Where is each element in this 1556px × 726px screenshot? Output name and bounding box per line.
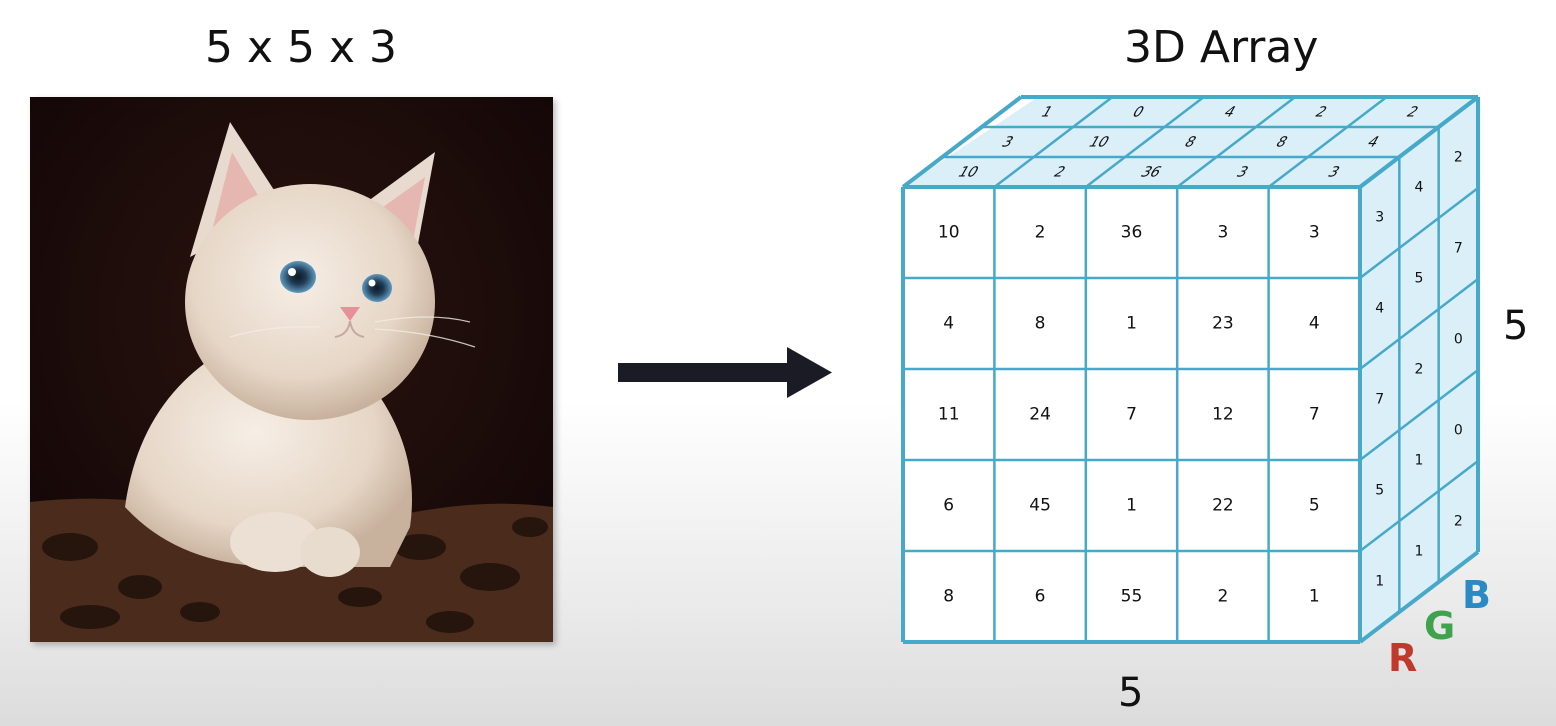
front-cell-value: 4: [1309, 314, 1320, 334]
right-cell-value: 0: [1454, 423, 1463, 439]
height-dimension-label: 5: [1503, 303, 1529, 349]
front-cell-value: 7: [1309, 405, 1320, 425]
front-cell-value: 4: [943, 314, 954, 334]
front-cell-value: 6: [943, 496, 954, 516]
right-cell-value: 3: [1375, 210, 1384, 226]
right-cell-value: 2: [1454, 150, 1463, 166]
front-cell-value: 22: [1212, 496, 1234, 516]
front-cell-value: 12: [1212, 405, 1234, 425]
right-cell-value: 4: [1375, 301, 1384, 317]
cube-grid-line: [1359, 369, 1479, 461]
front-cell-value: 8: [1035, 314, 1046, 334]
right-cell-value: 4: [1415, 180, 1424, 196]
front-cell-value: 8: [943, 587, 954, 607]
front-cell-value: 5: [1309, 496, 1320, 516]
right-cell-value: 0: [1454, 332, 1463, 348]
cube-grid-line: [901, 95, 1023, 189]
front-cell-value: 6: [1035, 587, 1046, 607]
front-cell-value: 1: [1126, 496, 1137, 516]
front-cell-value: 10: [938, 223, 960, 243]
front-cell-value: 2: [1035, 223, 1046, 243]
right-cell-value: 7: [1375, 392, 1384, 408]
channel-label-r: R: [1388, 636, 1418, 680]
cube-grid-line: [1359, 187, 1479, 279]
right-cell-value: 2: [1454, 514, 1463, 530]
array-title: 3D Array: [1124, 22, 1319, 73]
right-cell-value: 1: [1415, 453, 1424, 469]
cube-grid-line: [1358, 550, 1480, 644]
cube-grid-line: [1085, 96, 1205, 188]
right-cell-value: 1: [1375, 574, 1384, 590]
front-cell-value: 45: [1029, 496, 1051, 516]
front-cell-value: 7: [1126, 405, 1137, 425]
cube-grid-line: [1267, 96, 1388, 188]
width-dimension-label: 5: [1118, 670, 1144, 716]
front-cell-value: 2: [1217, 587, 1228, 607]
cube-right-face: [1360, 97, 1478, 642]
right-cell-value: 7: [1454, 241, 1463, 257]
arrow-icon: [618, 347, 832, 398]
front-cell-value: 24: [1029, 405, 1051, 425]
front-cell-value: 55: [1121, 587, 1143, 607]
front-cell-value: 1: [1309, 587, 1320, 607]
right-cell-value: 2: [1415, 362, 1424, 378]
cube-front-face: [903, 187, 1360, 642]
image-shape-title: 5 x 5 x 3: [205, 22, 398, 73]
cube-grid-line: [1358, 95, 1480, 189]
cube-top-face: [903, 97, 1478, 187]
front-cell-value: 23: [1212, 314, 1234, 334]
front-cell-value: 3: [1217, 223, 1228, 243]
kitten-photo: [30, 97, 553, 642]
front-cell-value: 1: [1126, 314, 1137, 334]
cube-grid-line: [1359, 278, 1479, 370]
right-cell-value: 5: [1375, 483, 1384, 499]
right-cell-value: 1: [1415, 544, 1424, 560]
cube-grid-line: [1359, 460, 1479, 552]
channel-label-g: G: [1424, 604, 1456, 648]
front-cell-value: 36: [1121, 223, 1143, 243]
right-cell-value: 5: [1415, 271, 1424, 287]
channel-label-b: B: [1462, 573, 1491, 617]
cube-grid-line: [993, 96, 1114, 188]
cube-grid-line: [1176, 96, 1296, 188]
front-cell-value: 3: [1309, 223, 1320, 243]
front-cell-value: 11: [938, 405, 960, 425]
